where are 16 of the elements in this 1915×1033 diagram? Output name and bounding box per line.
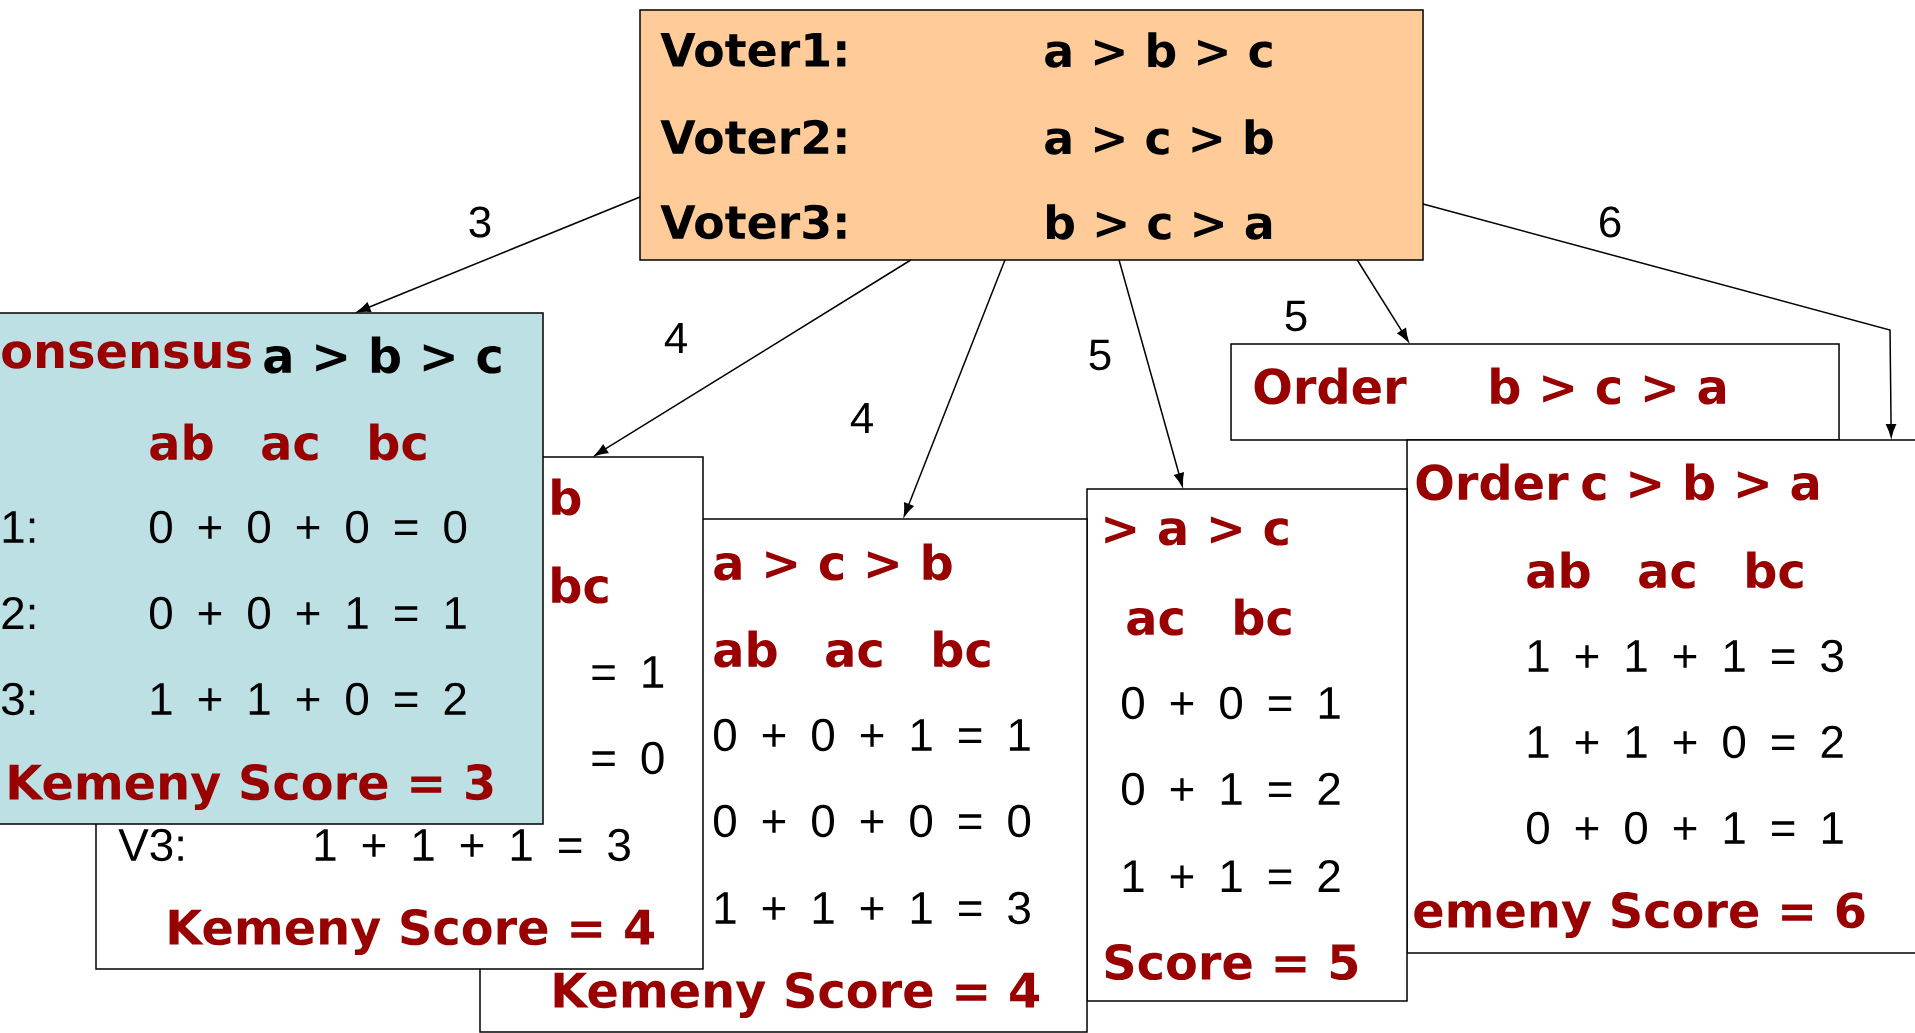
- arrow: [357, 196, 641, 313]
- arrow: [594, 259, 912, 456]
- arrow: [1356, 259, 1409, 342]
- edge-label: 5: [1085, 337, 1115, 373]
- edge-label: 6: [1595, 204, 1625, 240]
- ranking-card: onsensus a > b > c ab ac bc 1: 0 + 0 + 0 = 0 2: 0 + 0 + 1 = 1 3: 1 + 1 + 0 = 2 Kemeny Score = 3: [0, 312, 544, 825]
- edge-label: 3: [465, 204, 495, 240]
- ranking-card: > a > c ac bc 0 + 0 = 1 0 + 1 = 2 1 + 1 = 2 Score = 5: [1086, 488, 1408, 1002]
- edge-label: 5: [1281, 298, 1311, 334]
- arrow: [903, 259, 1006, 517]
- voter-preferences-box: Voter1: a > b > c Voter2: a > c > b Voter3: b > c > a: [639, 9, 1424, 261]
- arrow: [1422, 203, 1897, 438]
- edge-label: 4: [847, 400, 877, 436]
- ranking-card: Order b > c > a: [1230, 343, 1840, 441]
- arrow: [1118, 259, 1184, 487]
- edge-label: 4: [661, 320, 691, 356]
